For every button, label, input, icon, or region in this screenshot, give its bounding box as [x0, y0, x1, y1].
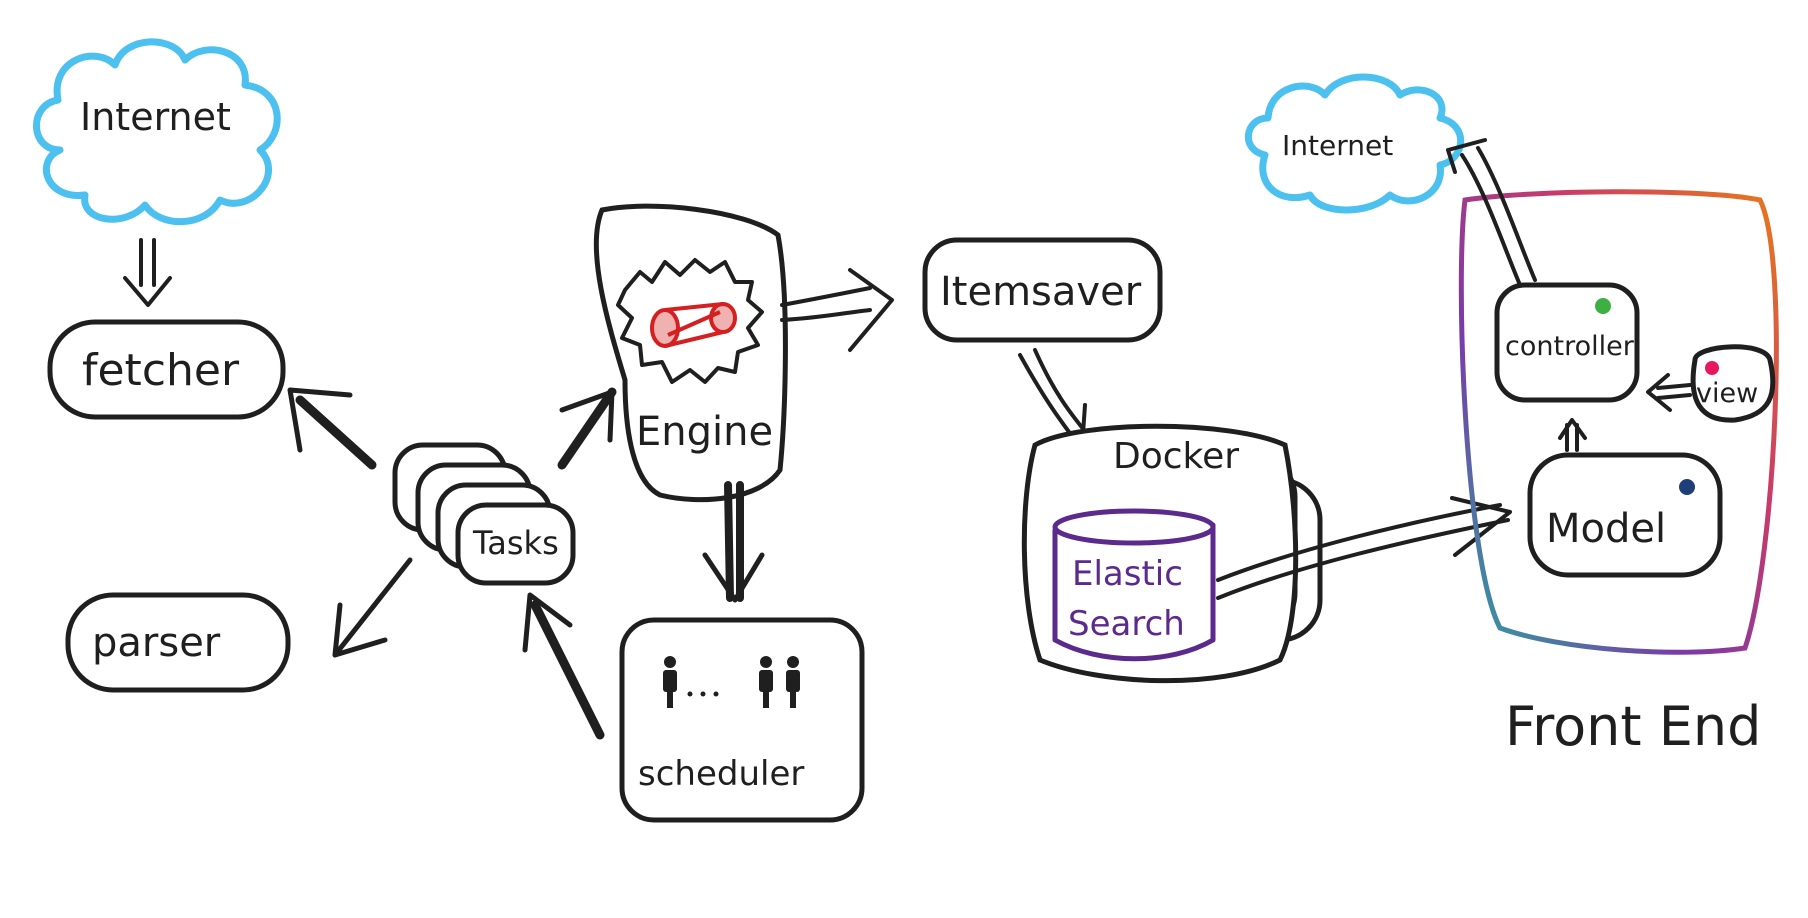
arrow-controller-to-internet	[1446, 138, 1537, 287]
itemsaver-label: Itemsaver	[940, 269, 1142, 315]
docker-box: Docker Elastic Search	[1021, 423, 1323, 684]
tasks-label: Tasks	[472, 524, 559, 562]
docker-label: Docker	[1113, 436, 1239, 477]
arrow-model-to-controller	[1558, 418, 1587, 452]
arrow-tasks-to-fetcher	[287, 387, 377, 470]
engine-box: Engine	[593, 203, 788, 503]
internet-cloud-right: Internet	[1244, 73, 1465, 214]
arrow-engine-to-itemsaver	[780, 268, 894, 352]
itemsaver-box: Itemsaver	[922, 237, 1163, 343]
engine-label: Engine	[636, 409, 773, 455]
controller-label: controller	[1505, 331, 1635, 362]
arrow-scheduler-to-tasks	[522, 592, 605, 740]
fetcher-box: fetcher	[47, 319, 286, 420]
gear-icon	[616, 258, 764, 384]
parser-box: parser	[65, 592, 291, 693]
internet-cloud-left: Internet	[33, 38, 281, 226]
model-dot	[1679, 479, 1695, 495]
fetcher-label: fetcher	[82, 345, 240, 396]
scheduler-box: scheduler	[619, 617, 865, 823]
internet-right-label: Internet	[1282, 129, 1393, 162]
parser-label: parser	[92, 620, 221, 666]
people-icon	[663, 656, 800, 708]
controller-dot	[1595, 298, 1611, 314]
frontend-boundary: Front End	[1458, 189, 1779, 758]
arrow-view-to-controller	[1646, 373, 1692, 412]
model-box: Model	[1527, 452, 1723, 578]
elastic-label-line1: Elastic	[1072, 554, 1183, 594]
model-label: Model	[1546, 506, 1666, 552]
front-end-label: Front End	[1505, 695, 1761, 758]
arrow-internet-to-fetcher	[123, 238, 172, 307]
scheduler-label: scheduler	[638, 754, 804, 794]
internet-left-label: Internet	[80, 95, 231, 139]
view-box: view	[1690, 344, 1776, 423]
arrow-tasks-to-parser	[332, 557, 413, 658]
arrow-engine-to-scheduler	[702, 481, 765, 603]
view-dot	[1705, 361, 1719, 375]
elasticsearch-database: Elastic Search	[1052, 508, 1216, 662]
controller-box: controller	[1494, 282, 1640, 403]
view-label: view	[1696, 378, 1758, 409]
tasks-stack: Tasks	[392, 442, 576, 586]
arrow-tasks-to-engine	[557, 387, 617, 470]
elastic-label-line2: Search	[1068, 604, 1185, 644]
